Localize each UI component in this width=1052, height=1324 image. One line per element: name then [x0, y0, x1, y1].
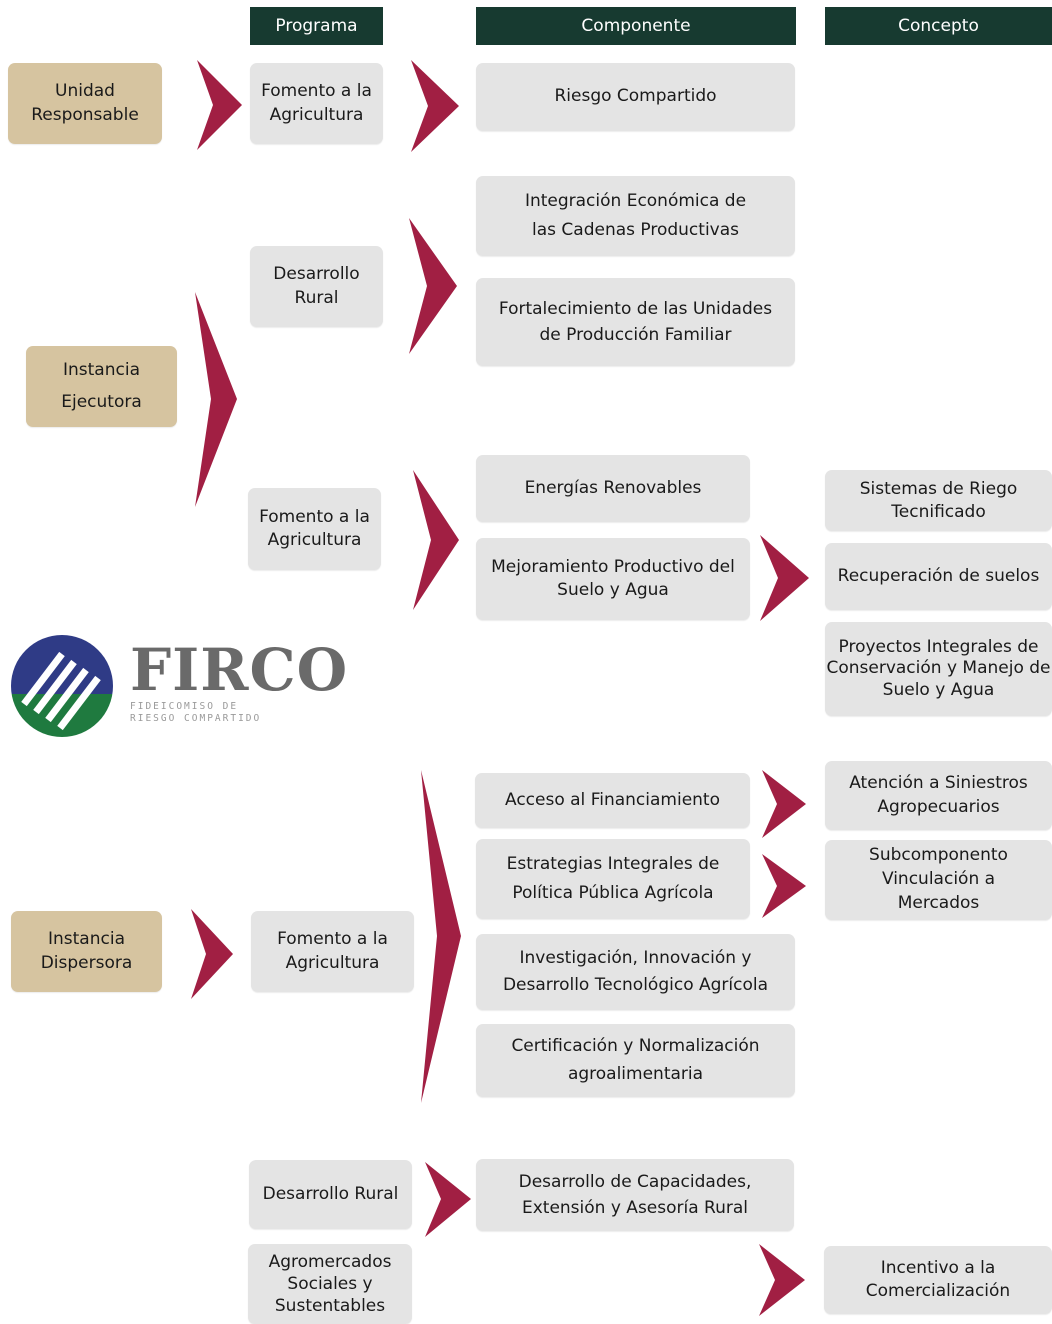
chevron-arrow	[191, 909, 233, 999]
programa-box: Agromercados Sociales y Sustentables	[248, 1244, 412, 1324]
componente-box: Integración Económica de las Cadenas Pro…	[476, 176, 795, 256]
componente-box: Acceso al Financiamiento	[475, 773, 750, 828]
chevron-arrow	[425, 1162, 471, 1237]
header-componente: Componente	[476, 7, 796, 45]
chevron-arrow	[760, 535, 809, 621]
componente-box: Certificación y Normalización agroalimen…	[476, 1024, 795, 1097]
header-programa: Programa	[250, 7, 383, 45]
concepto-box: Recuperación de suelos	[825, 543, 1052, 610]
chevron-arrow	[762, 854, 806, 918]
programa-box: Desarrollo Rural	[249, 1160, 412, 1229]
chevron-arrow	[759, 1244, 805, 1316]
chevron-arrow	[413, 470, 459, 610]
concepto-box: Atención a Siniestros Agropecuarios	[825, 761, 1052, 830]
firco-logo: FIRCO FIDEICOMISO DE RIESGO COMPARTIDO	[10, 632, 347, 740]
unidad-responsable-box: Unidad Responsable	[8, 63, 162, 144]
concepto-box: Incentivo a la Comercialización	[824, 1246, 1052, 1314]
concepto-box: Subcomponento Vinculación a Mercados	[825, 840, 1052, 920]
concepto-box: Sistemas de Riego Tecnificado	[825, 470, 1052, 531]
chevron-arrow	[197, 60, 242, 150]
firco-subtitle: FIDEICOMISO DE RIESGO COMPARTIDO	[130, 701, 262, 724]
chevron-arrow	[762, 770, 806, 838]
programa-box: Fomento a la Agricultura	[248, 488, 381, 570]
instancia-ejecutora-box: Instancia Ejecutora	[26, 346, 177, 427]
chevron-arrow	[421, 770, 461, 1103]
chevron-arrow	[409, 218, 457, 354]
componente-box: Desarrollo de Capacidades, Extensión y A…	[476, 1159, 794, 1231]
concepto-box: Proyectos Integrales de Conservación y M…	[825, 622, 1052, 716]
firco-wordmark: FIRCO	[130, 636, 349, 704]
componente-box: Energías Renovables	[476, 455, 750, 522]
firco-emblem-icon	[11, 635, 113, 737]
programa-box: Fomento a la Agricultura	[251, 911, 414, 992]
componente-box: Mejoramiento Productivo del Suelo y Agua	[476, 538, 750, 620]
chevron-arrow	[195, 292, 237, 507]
programa-box: Fomento a la Agricultura	[250, 63, 383, 144]
componente-box: Investigación, Innovación y Desarrollo T…	[476, 934, 795, 1010]
chevron-arrow	[411, 60, 459, 152]
header-concepto: Concepto	[825, 7, 1052, 45]
componente-box: Fortalecimiento de las Unidades de Produ…	[476, 278, 795, 366]
programa-box: Desarrollo Rural	[250, 246, 383, 327]
componente-box: Riesgo Compartido	[476, 63, 795, 131]
instancia-dispersora-box: Instancia Dispersora	[11, 911, 162, 992]
componente-box: Estrategias Integrales de Política Públi…	[476, 839, 750, 919]
